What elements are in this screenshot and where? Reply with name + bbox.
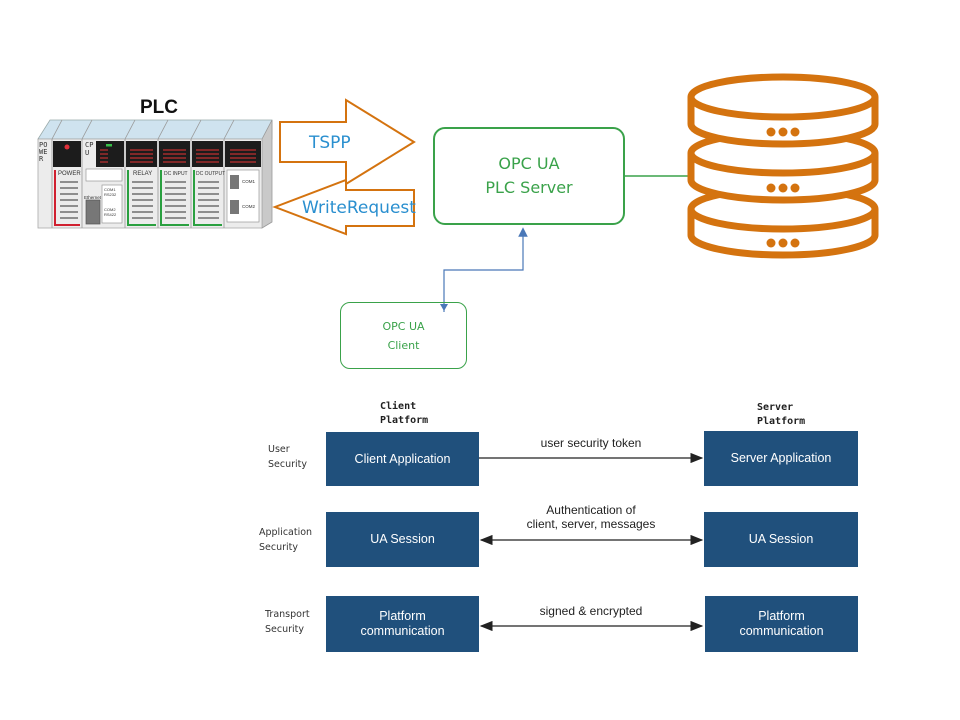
client-platform-communication-box: Platform communication <box>326 596 479 652</box>
plc-cpu-port-2: COM2 RS422 <box>104 207 117 217</box>
plc-module-power: POWER <box>58 171 81 177</box>
tspp-arrow <box>279 98 416 186</box>
message-line2: client, server, messages <box>526 517 656 531</box>
box-text: Client Application <box>354 451 451 466</box>
layer-label-line1: Transport <box>265 609 310 620</box>
plc-power-side-label: POWER <box>39 141 48 163</box>
database-dots <box>766 127 800 248</box>
client-ua-session-box: UA Session <box>326 512 479 567</box>
layer-label-line2: Security <box>268 459 308 470</box>
box-text: Server Application <box>730 451 832 465</box>
user-security-token-message: user security token <box>480 436 702 450</box>
server-ua-session-box: UA Session <box>704 512 858 567</box>
opc-ua-plc-server-box: OPC UA PLC Server <box>433 127 625 225</box>
plc-illustration <box>37 119 273 229</box>
server-platform-heading-line2: Platform <box>757 416 806 427</box>
client-platform-heading: Client Platform <box>380 400 428 428</box>
connector-arrowhead-down <box>440 304 448 311</box>
plc-module-relay: RELAY <box>133 171 153 177</box>
server-platform-heading: Server Platform <box>757 401 805 429</box>
client-application-box: Client Application <box>326 432 479 486</box>
plc-module-dc-output: DC OUTPUT <box>196 171 226 177</box>
plc-cpu-port-1: COM1 RS232 <box>104 187 117 197</box>
box-text-line2: communication <box>360 624 445 638</box>
signed-encrypted-message: signed & encrypted <box>480 604 702 618</box>
database-icon <box>687 73 879 259</box>
server-platform-heading-line1: Server <box>757 402 794 413</box>
server-box-line2: PLC Server <box>485 178 573 197</box>
plc-cpu-label: CPU <box>85 141 94 157</box>
message-line1: user security token <box>540 436 642 450</box>
box-text-line1: Platform <box>379 609 426 623</box>
client-box-line1: OPC UA <box>382 319 425 333</box>
transport-security-label: Transport Security <box>265 607 310 637</box>
box-text: UA Session <box>748 532 814 546</box>
plc-module-dc-input: DC INPUT <box>164 171 188 177</box>
message-line1: Authentication of <box>546 503 636 517</box>
server-platform-communication-box: Platform communication <box>705 596 858 652</box>
application-security-label: Application Security <box>259 525 312 555</box>
client-box-line2: Client <box>387 338 420 352</box>
opc-ua-client-box: OPC UA Client <box>340 302 467 369</box>
authentication-message: Authentication of client, server, messag… <box>480 503 702 531</box>
writerequest-arrow <box>272 178 415 236</box>
layer-label-line1: Application <box>259 527 313 538</box>
layer-label-line2: Security <box>259 542 299 553</box>
layer-label-line1: User <box>268 444 290 455</box>
plc-ethernet-label: Ethernet <box>84 195 102 200</box>
user-security-label: User Security <box>268 442 307 472</box>
box-text: UA Session <box>370 532 435 546</box>
box-text-line1: Platform <box>758 609 805 623</box>
client-server-connector <box>443 227 528 312</box>
server-application-box: Server Application <box>704 431 858 486</box>
client-platform-heading-line2: Platform <box>380 415 429 426</box>
writerequest-label: WriteRequest <box>302 198 416 218</box>
box-text-line2: communication <box>739 624 824 638</box>
message-line1: signed & encrypted <box>539 604 643 618</box>
server-box-line1: OPC UA <box>498 154 560 173</box>
layer-label-line2: Security <box>265 624 305 635</box>
plc-com1-label: COM1 <box>242 179 256 184</box>
tspp-label: TSPP <box>309 133 351 153</box>
plc-title: PLC <box>140 97 178 118</box>
plc-com2-label: COM2 <box>242 204 256 209</box>
client-platform-heading-line1: Client <box>380 401 417 412</box>
